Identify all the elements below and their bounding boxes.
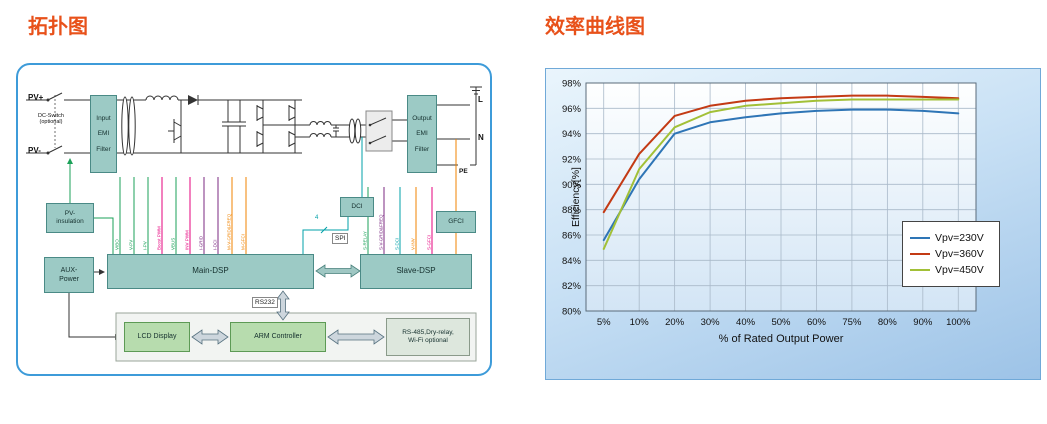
label-line-n: N [478,133,484,142]
label-line-l: L [478,95,483,104]
signal-label: V-PV [129,240,134,250]
signal-label: V-INV [411,238,416,250]
y-tick-label: 86% [562,231,582,242]
label-line-pe: PE [459,168,468,175]
signal-label: S-DCI [395,238,400,250]
inverter-bridge-symbol [256,105,296,147]
x-tick-label: 10% [630,317,650,328]
signal-label: VIBO [115,239,120,250]
y-tick-label: 84% [562,256,582,267]
legend-line-sample-vpv450 [910,269,930,271]
chart-legend: Vpv=230V Vpv=360V Vpv=450V [902,221,1000,287]
label-spi: SPI [332,233,349,245]
y-tick-label: 98% [562,79,582,90]
dc-switch-symbol [46,98,50,155]
boost-igbt-symbol [168,119,182,143]
block-input-emi-filter: Input EMI Filter [90,95,117,173]
block-aux-power: AUX- Power [44,257,94,293]
rs232-double-arrow [276,290,290,321]
label-pv-minus: PV- [28,146,41,155]
y-tick-label: 92% [562,155,582,166]
control-connections [67,137,457,340]
bus-double-arrows [191,290,385,345]
plot-border [585,82,977,312]
block-pv-insulation: PV- insulation [46,203,94,233]
y-tick-label: 80% [562,307,582,318]
boost-inductor-symbol [145,95,179,101]
dc-link-capacitors-symbol [222,100,246,153]
legend-label-vpv360: Vpv=360V [935,248,984,260]
signal-label: S-GFCI [427,235,432,250]
label-bus-width: 4 [315,215,319,221]
x-axis-title: % of Rated Output Power [718,333,844,345]
signal-label: S-RELAY [363,231,368,250]
boost-diode-symbol [188,95,199,105]
efficiency-title: 效率曲线图 [545,16,645,38]
y-tick-label: 88% [562,205,582,216]
signal-label: INV PWM [185,230,190,250]
arm-rs485-double-arrow [327,329,385,345]
legend-line-sample-vpv360 [910,253,930,255]
label-pv-plus: PV+ [28,93,44,102]
x-tick-label: 80% [878,317,898,328]
x-tick-label: 100% [946,317,971,328]
output-choke-symbol [348,118,362,144]
signal-label: M-GFCI [241,234,246,250]
signal-label: I-DCI [213,240,218,251]
x-tick-label: 20% [665,317,685,328]
power-circuit-wires [26,92,476,166]
series-line-Vpv=230V [602,108,960,242]
block-rs485-dry-relay-wifi: RS-485,Dry-relay, Wi-Fi optional [386,318,470,356]
topology-diagram: VIBO V-PV I-PV Boost PWM VBUS INV PWM I-GRID I-… [18,65,490,374]
input-choke-symbol [121,96,136,156]
ac-filter-symbol [309,121,339,138]
x-tick-label: 30% [701,317,721,328]
label-dc-switch: DC-Switch (optional) [38,113,64,125]
signal-label: Boost PWM [157,226,162,250]
series-line-Vpv=450V [602,98,960,250]
block-dci: DCI [340,197,374,217]
x-tick-label: 50% [771,317,791,328]
signal-label: I-GRID [199,235,204,250]
block-slave-dsp: Slave-DSP [360,254,472,289]
legend-item-vpv230: Vpv=230V [910,232,992,244]
label-rs232: RS232 [252,297,278,309]
y-tick-label: 96% [562,104,582,115]
y-tick-label: 94% [562,129,582,140]
block-arm-controller: ARM Controller [230,322,326,352]
legend-item-vpv360: Vpv=360V [910,248,992,260]
efficiency-chart-panel: 80% 82% 84% 86% 88% 90% 92% 94% 96% 98% 5% 10% 20% 30… [545,68,1041,380]
grid-relay-symbol [365,110,393,152]
signal-label: S-V-GRID&FREQ [379,214,384,250]
signal-label: I-PV [143,241,148,250]
ground-icon [470,86,482,165]
signal-label: VBUS [171,238,176,250]
efficiency-chart: 80% 82% 84% 86% 88% 90% 92% 94% 96% 98% 5% 10% 20% 30… [546,69,1040,379]
block-main-dsp: Main-DSP [107,254,314,289]
legend-item-vpv450: Vpv=450V [910,264,992,276]
spi-double-arrow [315,264,361,278]
y-tick-label: 82% [562,281,582,292]
series-line-Vpv=360V [602,94,960,214]
x-tick-label: 75% [842,317,862,328]
topology-panel: VIBO V-PV I-PV Boost PWM VBUS INV PWM I-GRID I-… [16,63,492,376]
block-lcd-display: LCD Display [124,322,190,352]
y-axis-title: Efficiency[%] [570,167,582,227]
legend-label-vpv450: Vpv=450V [935,264,984,276]
dsp-signal-lines: VIBO V-PV I-PV Boost PWM VBUS INV PWM I-GRID I-… [115,177,433,254]
legend-label-vpv230: Vpv=230V [935,232,984,244]
lcd-arm-double-arrow [191,329,229,345]
topology-title: 拓扑图 [28,16,88,38]
y-tick-label: 90% [562,180,582,191]
x-tick-label: 60% [807,317,827,328]
x-tick-label: 40% [736,317,756,328]
signal-label: M-V-GRID&FREQ [227,213,232,250]
x-tick-label: 5% [597,317,611,328]
block-output-emi-filter: Output EMI Filter [407,95,437,173]
legend-line-sample-vpv230 [910,237,930,239]
x-tick-label: 90% [913,317,933,328]
block-gfci: GFCI [436,211,476,233]
